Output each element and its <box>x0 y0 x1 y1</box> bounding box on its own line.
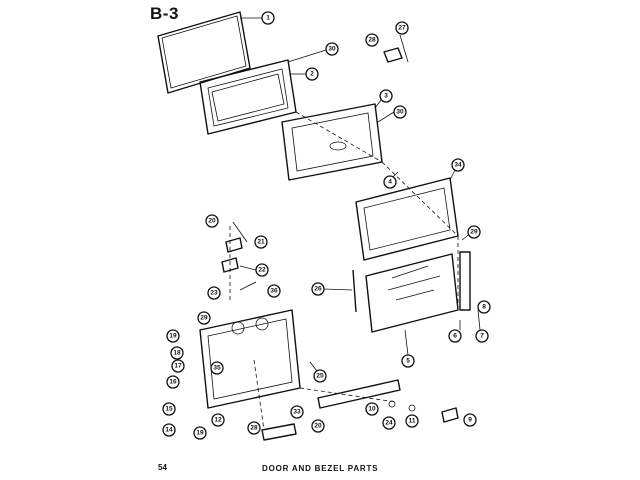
svg-text:36: 36 <box>270 288 278 295</box>
page-title: B-3 <box>150 4 179 23</box>
svg-text:11: 11 <box>409 418 416 425</box>
door-outer-panel <box>157 11 251 94</box>
svg-text:25: 25 <box>316 373 324 380</box>
callout-6: 6 <box>448 329 462 343</box>
callout-11: 11 <box>405 414 419 428</box>
svg-text:3: 3 <box>384 93 388 100</box>
svg-text:33: 33 <box>293 409 301 416</box>
svg-text:1: 1 <box>266 15 270 22</box>
control-strip <box>317 379 401 409</box>
callout-2: 2 <box>305 67 319 81</box>
callout-10: 10 <box>365 402 379 416</box>
svg-text:15: 15 <box>165 406 173 413</box>
callout-1: 1 <box>261 11 275 25</box>
callout-26: 26 <box>311 282 325 296</box>
small-parts <box>221 34 459 441</box>
callout-33: 33 <box>290 405 304 419</box>
svg-text:14: 14 <box>165 427 173 434</box>
svg-text:30: 30 <box>396 109 404 116</box>
callout-35: 35 <box>210 361 224 375</box>
svg-text:16: 16 <box>169 379 177 386</box>
callout-4: 4 <box>383 175 397 189</box>
callout-29: 29 <box>467 225 481 239</box>
svg-text:28: 28 <box>250 425 258 432</box>
svg-text:9: 9 <box>468 417 472 424</box>
svg-text:30: 30 <box>328 46 336 53</box>
callout-7: 7 <box>475 329 489 343</box>
svg-text:7: 7 <box>480 333 484 340</box>
callout-18: 18 <box>170 346 184 360</box>
svg-text:17: 17 <box>174 363 182 370</box>
diagram-caption: DOOR AND BEZEL PARTS <box>262 464 379 473</box>
assembly-lines <box>229 111 459 431</box>
svg-text:29: 29 <box>200 315 208 322</box>
svg-text:24: 24 <box>385 420 393 427</box>
callout-balloons: 1 30 2 27 28 3 30 4 34 20 21 22 23 29 36… <box>162 11 491 440</box>
svg-text:27: 27 <box>398 25 406 32</box>
callout-21: 21 <box>254 235 268 249</box>
hinge-bar <box>459 251 471 311</box>
callout-19: 19 <box>193 426 207 440</box>
svg-text:5: 5 <box>406 358 410 365</box>
callout-24: 24 <box>382 416 396 430</box>
callout-27: 27 <box>395 21 409 35</box>
callout-28: 28 <box>247 421 261 435</box>
svg-text:35: 35 <box>213 365 221 372</box>
callout-19: 19 <box>166 329 180 343</box>
gasket-strip <box>352 269 357 313</box>
callout-23: 23 <box>207 286 221 300</box>
svg-text:26: 26 <box>314 286 322 293</box>
callout-29: 29 <box>197 311 211 325</box>
svg-text:19: 19 <box>169 333 177 340</box>
svg-text:34: 34 <box>454 162 462 169</box>
svg-text:10: 10 <box>368 406 376 413</box>
callout-15: 15 <box>162 402 176 416</box>
callout-30: 30 <box>393 105 407 119</box>
callout-28: 28 <box>365 33 379 47</box>
svg-text:19: 19 <box>196 430 204 437</box>
callout-16: 16 <box>166 375 180 389</box>
svg-text:4: 4 <box>388 179 392 186</box>
callout-22: 22 <box>255 263 269 277</box>
callout-5: 5 <box>401 354 415 368</box>
window-frame <box>281 103 383 181</box>
svg-text:28: 28 <box>368 37 376 44</box>
svg-text:23: 23 <box>210 290 218 297</box>
callout-20: 20 <box>311 419 325 433</box>
svg-text:8: 8 <box>482 304 486 311</box>
leader-lines <box>232 17 481 376</box>
callout-25: 25 <box>313 369 327 383</box>
callout-8: 8 <box>477 300 491 314</box>
svg-text:29: 29 <box>470 229 478 236</box>
glass-panel <box>365 253 459 333</box>
inner-frame <box>355 177 459 261</box>
svg-text:21: 21 <box>257 239 265 246</box>
svg-text:6: 6 <box>453 333 457 340</box>
callout-3: 3 <box>379 89 393 103</box>
svg-text:22: 22 <box>258 267 266 274</box>
page-number: 54 <box>158 463 167 472</box>
callout-20: 20 <box>205 214 219 228</box>
bezel-panel <box>199 309 301 409</box>
callout-14: 14 <box>162 423 176 437</box>
callout-9: 9 <box>463 413 477 427</box>
callout-36: 36 <box>267 284 281 298</box>
callout-30: 30 <box>325 42 339 56</box>
svg-text:20: 20 <box>314 423 322 430</box>
svg-text:20: 20 <box>208 218 216 225</box>
callout-17: 17 <box>171 359 185 373</box>
svg-text:18: 18 <box>173 350 181 357</box>
svg-text:2: 2 <box>310 71 314 78</box>
callout-12: 12 <box>211 413 225 427</box>
callout-34: 34 <box>451 158 465 172</box>
svg-text:12: 12 <box>214 417 222 424</box>
